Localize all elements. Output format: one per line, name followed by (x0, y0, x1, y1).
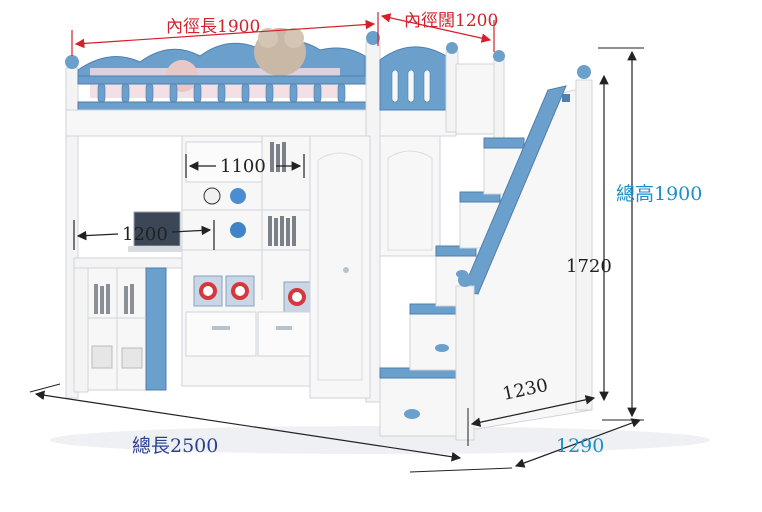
total-height-label: 總高1900 (616, 183, 702, 205)
post-knob-icon (65, 55, 79, 69)
laptop-icon (133, 211, 181, 247)
post-knob-icon (493, 50, 505, 62)
total-length-label: 總長2500 (132, 435, 218, 457)
wardrobe-width-label: 1100 (220, 156, 266, 177)
desk (73, 211, 265, 393)
desk-width-label: 1200 (122, 224, 168, 245)
clock-icon (230, 222, 246, 238)
dimension-lines (29, 12, 644, 473)
post-knob-icon (577, 65, 591, 79)
shelving-unit (181, 135, 441, 399)
post-knob-icon (446, 42, 458, 54)
inner-width-label: 內徑闊1200 (404, 11, 498, 31)
inner-length-label: 內徑長1900 (166, 17, 260, 37)
post-knob-icon (458, 273, 472, 287)
storage-box-icon (193, 275, 311, 313)
height-1720-label: 1720 (566, 256, 612, 277)
total-depth-label: 1290 (556, 435, 604, 457)
